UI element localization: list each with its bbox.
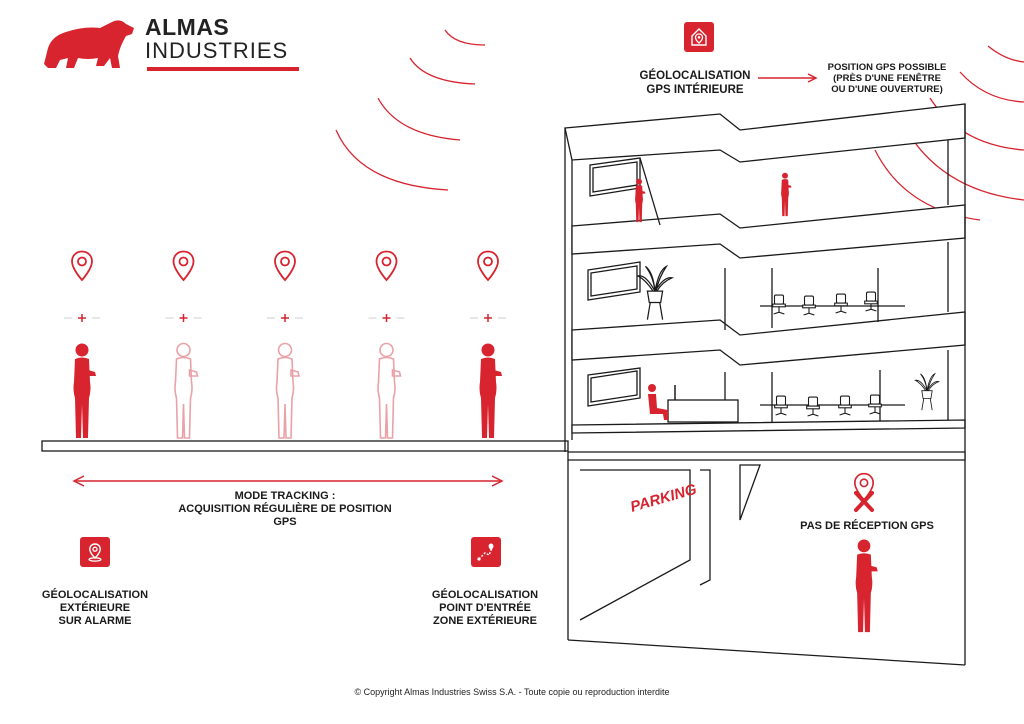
position-marker bbox=[267, 314, 303, 322]
outdoor-alarm-line: SUR ALARME bbox=[58, 614, 132, 627]
person-icon bbox=[479, 343, 502, 438]
person-icon bbox=[275, 342, 300, 439]
tracking-line: MODE TRACKING : bbox=[234, 490, 336, 502]
position-marker bbox=[368, 314, 405, 322]
person-icon bbox=[855, 539, 878, 633]
location-pin-icon bbox=[375, 250, 398, 281]
entry-point-line: ZONE EXTÉRIEURE bbox=[433, 614, 537, 627]
signal-wave-icon bbox=[335, 29, 486, 191]
logo-title: ALMAS bbox=[145, 14, 230, 40]
ground-platform bbox=[41, 440, 569, 452]
person-icon bbox=[648, 384, 668, 420]
cross-icon bbox=[854, 491, 874, 512]
bear-icon bbox=[44, 20, 134, 68]
copyright-footer: © Copyright Almas Industries Swiss S.A. … bbox=[354, 687, 670, 697]
person-icon bbox=[73, 343, 96, 438]
tracking-label: MODE TRACKING : ACQUISITION RÉGULIÈRE DE… bbox=[160, 490, 410, 529]
location-pin-icon bbox=[274, 250, 296, 281]
logo-subtitle: INDUSTRIES bbox=[145, 38, 289, 63]
reception-desk bbox=[667, 399, 739, 423]
logo-underline bbox=[147, 67, 299, 71]
position-marker bbox=[64, 314, 100, 322]
indoor-gps-note-line: (PRÈS D'UNE FENÊTRE bbox=[833, 73, 941, 85]
indoor-gps-line: GÉOLOCALISATION bbox=[639, 70, 751, 82]
outdoor-alarm-line: EXTÉRIEURE bbox=[59, 601, 131, 614]
person-icon bbox=[781, 172, 792, 217]
person-icon bbox=[377, 342, 402, 439]
entry-point-line: GÉOLOCALISATION bbox=[431, 589, 539, 601]
entry-point-label: GÉOLOCALISATION POINT D'ENTRÉE ZONE EXTÉ… bbox=[420, 589, 550, 628]
arrow-icon bbox=[72, 475, 504, 487]
tracking-sequence bbox=[64, 250, 506, 439]
home-location-icon bbox=[691, 28, 707, 46]
route-location-icon bbox=[477, 543, 494, 561]
indoor-gps-note: POSITION GPS POSSIBLE (PRÈS D'UNE FENÊTR… bbox=[812, 62, 962, 96]
arrow-icon bbox=[758, 73, 818, 83]
location-pin-icon bbox=[88, 543, 102, 562]
office-desks bbox=[667, 385, 905, 423]
plant-icon bbox=[637, 265, 673, 321]
location-pin-icon bbox=[172, 250, 195, 281]
entry-point-line: POINT D'ENTRÉE bbox=[439, 601, 531, 614]
plant-icon bbox=[914, 373, 940, 411]
home-location-badge bbox=[684, 22, 714, 52]
no-gps-label: PAS DE RÉCEPTION GPS bbox=[800, 520, 934, 532]
route-location-badge bbox=[471, 537, 501, 567]
indoor-gps-note-line: OU D'UNE OUVERTURE) bbox=[831, 84, 943, 96]
location-badge bbox=[80, 537, 110, 567]
location-pin-icon bbox=[71, 250, 93, 281]
indoor-gps-label: GÉOLOCALISATION GPS INTÉRIEURE bbox=[630, 70, 760, 97]
office-desks bbox=[760, 291, 905, 316]
outdoor-alarm-label: GÉOLOCALISATION EXTÉRIEURE SUR ALARME bbox=[30, 589, 160, 628]
indoor-gps-line: GPS INTÉRIEURE bbox=[646, 83, 744, 96]
indoor-gps-note-line: POSITION GPS POSSIBLE bbox=[827, 62, 947, 73]
position-marker bbox=[470, 314, 506, 322]
location-pin-icon bbox=[477, 250, 499, 281]
tracking-line: ACQUISITION RÉGULIÈRE DE POSITION bbox=[178, 502, 392, 515]
outdoor-alarm-line: GÉOLOCALISATION bbox=[41, 589, 149, 601]
person-icon bbox=[174, 342, 199, 439]
building bbox=[564, 103, 966, 666]
tracking-line: GPS bbox=[273, 515, 297, 528]
position-marker bbox=[165, 314, 202, 322]
